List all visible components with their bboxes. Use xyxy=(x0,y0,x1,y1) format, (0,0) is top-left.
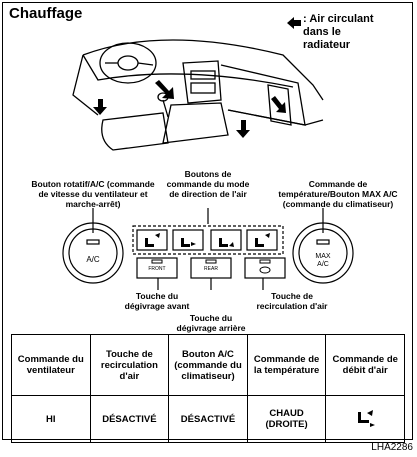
floor-airflow-icon xyxy=(358,409,376,427)
header-fan-control: Commande du ventilateur xyxy=(11,334,91,396)
value-airflow xyxy=(325,395,405,443)
legend-line-3: radiateur xyxy=(303,39,351,51)
dashboard-illustration xyxy=(72,39,324,151)
settings-table: Commande du ventilateur Touche de recirc… xyxy=(11,334,405,443)
airflow-arrow-icon xyxy=(287,17,301,29)
table-header-row: Commande du ventilateur Touche de recirc… xyxy=(11,334,405,396)
label-front-defrost: Touche du dégivrage avant xyxy=(124,291,190,311)
legend-text: : Air circulant dans le radiateur xyxy=(303,13,403,52)
ac-knob-label: A/C xyxy=(86,255,100,264)
table-value-row: HI DÉSACTIVÉ DÉSACTIVÉ CHAUD (DROITE) xyxy=(11,395,405,443)
rear-button-label: REAR xyxy=(204,266,218,272)
figure-title: Chauffage xyxy=(9,5,83,22)
header-ac-button: Bouton A/C (commande du climatiseur) xyxy=(168,334,248,396)
header-airflow: Commande de débit d'air xyxy=(325,334,405,396)
value-ac: DÉSACTIVÉ xyxy=(168,395,248,443)
label-rear-defrost: Touche du dégivrage arrière xyxy=(176,313,246,333)
label-air-recirculation: Touche de recirculation d'air xyxy=(256,291,328,311)
legend-line-2: dans le xyxy=(303,26,341,38)
value-temperature: CHAUD (DROITE) xyxy=(246,395,327,443)
value-recirc: DÉSACTIVÉ xyxy=(89,395,170,443)
value-fan: HI xyxy=(11,395,91,443)
figure-code: LHA2286 xyxy=(371,442,413,453)
max-label-line-1: MAX xyxy=(315,253,331,260)
legend-line-1: Air circulant xyxy=(309,13,374,25)
header-recirc-button: Touche de recirculation d'air xyxy=(89,334,170,396)
header-temperature: Commande de la température xyxy=(246,334,327,396)
label-mode-buttons: Boutons de commande du mode de direction… xyxy=(166,169,250,199)
figure-frame: Chauffage : Air circulant dans le radiat… xyxy=(2,2,413,443)
max-label-line-2: A/C xyxy=(317,261,329,268)
label-rotary-knob: Bouton rotatif/A/C (commande de vitesse … xyxy=(31,179,155,209)
front-button-label: FRONT xyxy=(148,266,165,272)
label-temperature-control: Commande de température/Bouton MAX A/C (… xyxy=(278,179,398,209)
control-panel: A/C MAX A/C FRONT REAR xyxy=(62,208,354,290)
